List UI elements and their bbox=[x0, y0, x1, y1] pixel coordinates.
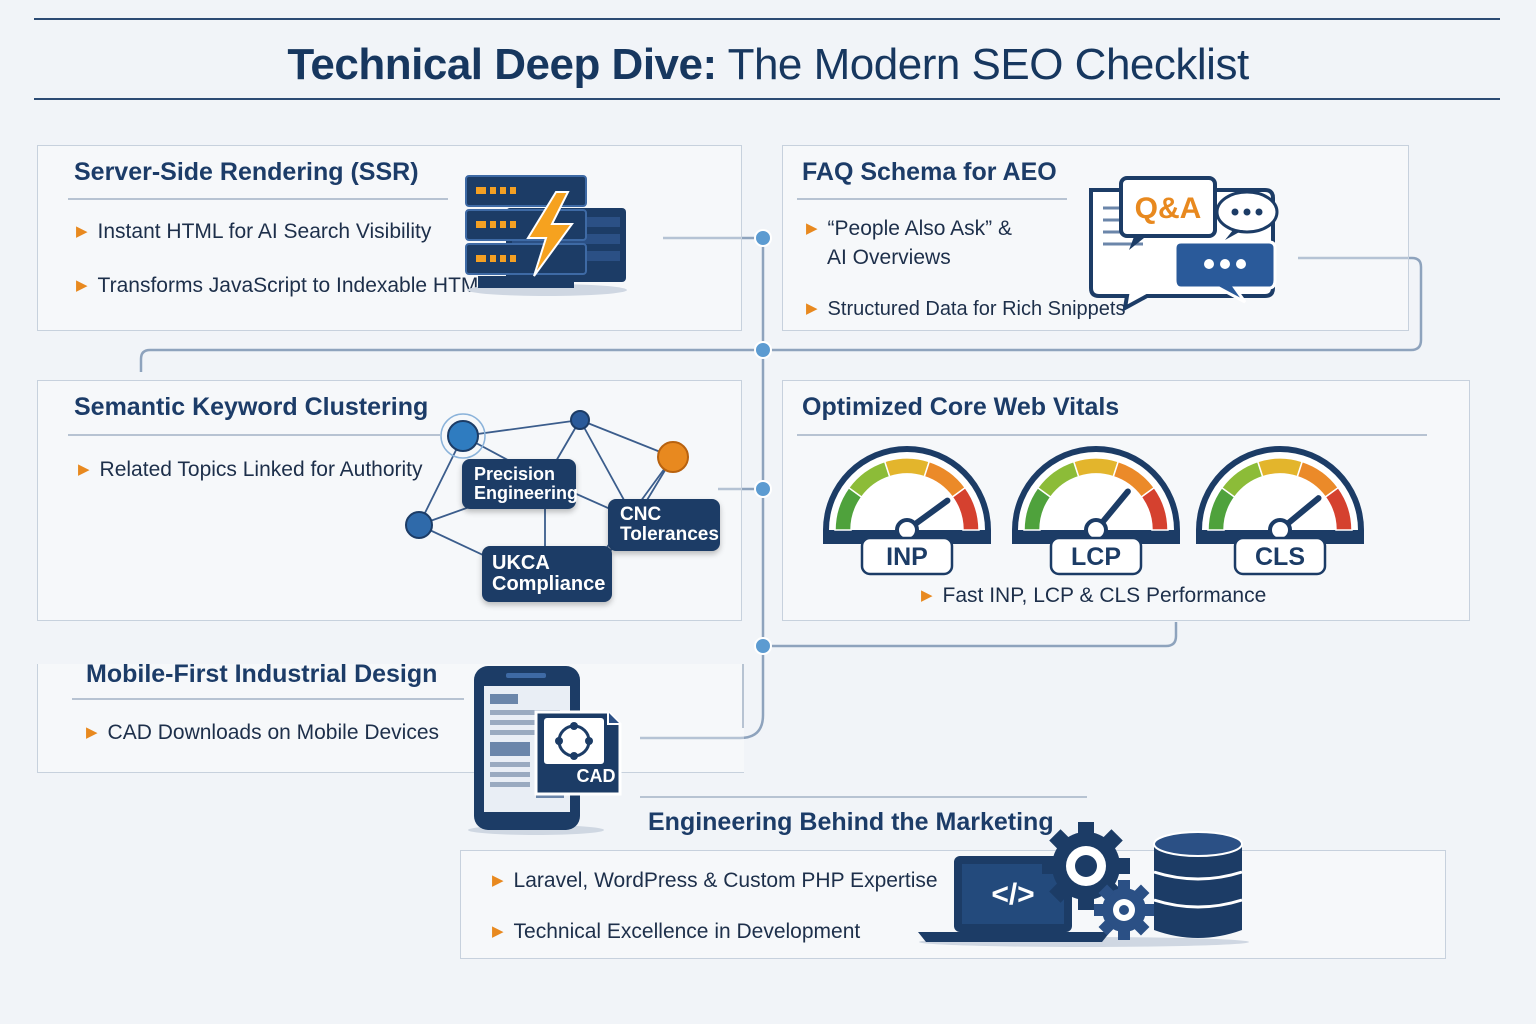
network-node-blue-large bbox=[447, 420, 479, 452]
ssr-bullet-2: ▶Transforms JavaScript to Indexable HTML bbox=[76, 274, 491, 297]
gauge-label: CLS bbox=[1255, 543, 1305, 571]
faq-title-rule bbox=[797, 198, 1067, 200]
semantic-title: Semantic Keyword Clustering bbox=[74, 393, 429, 421]
mobile-panel-right-rule bbox=[742, 664, 744, 728]
engineering-bullet-1: ▶Laravel, WordPress & Custom PHP Experti… bbox=[492, 869, 938, 892]
qa-chat-icon: Q&A bbox=[1089, 176, 1279, 312]
page-title-rest: The Modern SEO Checklist bbox=[716, 40, 1250, 89]
mobile-title: Mobile-First Industrial Design bbox=[86, 660, 438, 688]
connector-node-1 bbox=[754, 229, 772, 247]
mobile-bullet-1: ▶CAD Downloads on Mobile Devices bbox=[86, 721, 440, 744]
cwv-title: Optimized Core Web Vitals bbox=[802, 393, 1120, 421]
keyword-ukca-compliance: UKCA Compliance bbox=[482, 546, 612, 602]
qa-text: Q&A bbox=[1135, 192, 1202, 225]
semantic-bullet-1: ▶Related Topics Linked for Authority bbox=[78, 458, 423, 481]
mobile-panel bbox=[37, 664, 744, 773]
ssr-title: Server-Side Rendering (SSR) bbox=[74, 158, 419, 186]
keyword-precision-engineering: Precision Engineering bbox=[462, 459, 578, 509]
connector-node-2 bbox=[754, 341, 772, 359]
network-node-left bbox=[405, 511, 433, 539]
mobile-cad-icon: CAD bbox=[468, 666, 622, 835]
gauge-lcp: LCP bbox=[1012, 446, 1180, 576]
server-lightning-icon bbox=[465, 175, 627, 296]
engineering-title: Engineering Behind the Marketing bbox=[648, 808, 1054, 836]
ssr-title-rule bbox=[68, 198, 448, 200]
page-title: Technical Deep Dive: The Modern SEO Chec… bbox=[0, 40, 1536, 90]
connector-node-4 bbox=[754, 637, 772, 655]
faq-bullet-1-cont: AI Overviews bbox=[827, 246, 951, 269]
faq-title: FAQ Schema for AEO bbox=[802, 158, 1057, 186]
page-title-bold: Technical Deep Dive: bbox=[287, 40, 717, 89]
laptop-gears-database-icon: </> bbox=[918, 822, 1249, 947]
cwv-title-rule bbox=[797, 434, 1427, 436]
cad-label: CAD bbox=[577, 766, 616, 786]
gauge-inp: INP bbox=[823, 446, 991, 576]
network-node-top bbox=[570, 410, 590, 430]
engineering-top-rule bbox=[640, 796, 1087, 798]
engineering-bullet-2: ▶Technical Excellence in Development bbox=[492, 920, 861, 943]
gauge-label: LCP bbox=[1071, 543, 1121, 571]
faq-bullet-2: ▶Structured Data for Rich Snippets bbox=[806, 298, 1126, 320]
gauge-cls: CLS bbox=[1196, 446, 1364, 576]
ssr-bullet-1: ▶Instant HTML for AI Search Visibility bbox=[76, 220, 432, 243]
top-rule bbox=[34, 18, 1500, 20]
connector-node-3 bbox=[754, 480, 772, 498]
keyword-cnc-tolerances: CNC Tolerances bbox=[608, 499, 720, 551]
mobile-title-rule bbox=[72, 698, 464, 700]
cwv-bullet-1: ▶Fast INP, LCP & CLS Performance bbox=[921, 584, 1267, 607]
gauge-label: INP bbox=[886, 543, 928, 571]
code-symbol: </> bbox=[991, 878, 1034, 911]
faq-bullet-1: ▶“People Also Ask” & bbox=[806, 217, 1012, 240]
semantic-title-rule bbox=[68, 434, 440, 436]
network-node-orange bbox=[657, 441, 689, 473]
title-underline bbox=[34, 98, 1500, 100]
